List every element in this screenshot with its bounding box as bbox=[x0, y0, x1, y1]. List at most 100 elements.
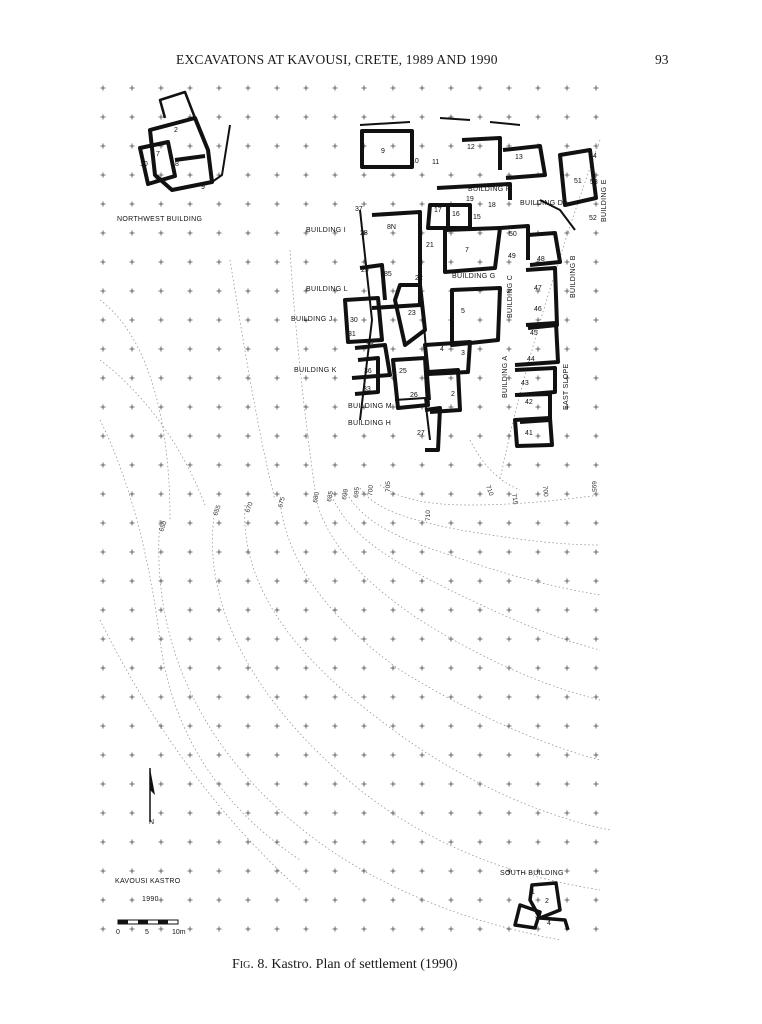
grid-cross bbox=[448, 433, 454, 439]
room-number: 7 bbox=[156, 151, 160, 158]
grid-cross bbox=[390, 926, 396, 932]
grid-cross bbox=[245, 201, 251, 207]
room-number: 23 bbox=[408, 310, 416, 317]
grid-cross bbox=[187, 317, 193, 323]
room-number: 46 bbox=[534, 306, 542, 313]
grid-cross bbox=[535, 520, 541, 526]
grid-cross bbox=[390, 259, 396, 265]
grid-cross bbox=[187, 549, 193, 555]
grid-cross bbox=[419, 172, 425, 178]
grid-cross bbox=[274, 404, 280, 410]
grid-cross bbox=[390, 201, 396, 207]
grid-cross bbox=[593, 230, 599, 236]
grid-cross bbox=[477, 433, 483, 439]
grid-cross bbox=[535, 694, 541, 700]
grid-cross bbox=[129, 201, 135, 207]
north-label: N bbox=[149, 819, 154, 826]
room-number: 50 bbox=[509, 231, 517, 238]
grid-cross bbox=[361, 868, 367, 874]
grid-cross bbox=[332, 346, 338, 352]
grid-cross bbox=[477, 317, 483, 323]
grid-cross bbox=[245, 578, 251, 584]
room-number: 10 bbox=[411, 158, 419, 165]
grid-cross bbox=[564, 578, 570, 584]
grid-cross bbox=[448, 172, 454, 178]
label-south-building: SOUTH BUILDING bbox=[500, 870, 564, 877]
contour-value: 715 bbox=[510, 493, 519, 505]
grid-cross bbox=[303, 259, 309, 265]
grid-cross bbox=[506, 404, 512, 410]
grid-cross bbox=[129, 433, 135, 439]
grid-cross bbox=[506, 839, 512, 845]
grid-cross bbox=[477, 114, 483, 120]
grid-cross bbox=[303, 839, 309, 845]
grid-cross bbox=[535, 346, 541, 352]
grid-cross bbox=[158, 288, 164, 294]
grid-cross bbox=[332, 201, 338, 207]
grid-cross bbox=[390, 230, 396, 236]
grid-cross bbox=[361, 897, 367, 903]
grid-cross bbox=[274, 868, 280, 874]
grid-cross bbox=[506, 462, 512, 468]
label-building-a: BUILDING A bbox=[502, 356, 509, 398]
grid-cross bbox=[274, 926, 280, 932]
grid-cross bbox=[448, 636, 454, 642]
grid-cross bbox=[448, 462, 454, 468]
room-number: 18 bbox=[488, 202, 496, 209]
grid-cross bbox=[564, 520, 570, 526]
grid-cross bbox=[419, 549, 425, 555]
grid-cross bbox=[564, 607, 570, 613]
room-numbers: 2 7 8 9 10 11 9 10 11 12 13 14 51 53 52 … bbox=[140, 127, 598, 927]
grid-cross bbox=[506, 752, 512, 758]
grid-cross bbox=[448, 520, 454, 526]
grid-cross bbox=[332, 752, 338, 758]
grid-cross bbox=[390, 143, 396, 149]
grid-cross bbox=[100, 636, 106, 642]
grid-cross bbox=[216, 607, 222, 613]
room-number: 2 bbox=[545, 898, 549, 905]
grid-cross bbox=[419, 143, 425, 149]
plan-year: 1990 bbox=[142, 896, 159, 903]
grid-cross bbox=[187, 868, 193, 874]
room-number: 9 bbox=[381, 148, 385, 155]
grid-cross bbox=[506, 433, 512, 439]
room-number: 1 bbox=[531, 889, 535, 896]
grid-cross bbox=[535, 404, 541, 410]
grid-cross bbox=[303, 433, 309, 439]
grid-cross bbox=[564, 288, 570, 294]
grid-cross bbox=[448, 346, 454, 352]
grid-cross bbox=[332, 114, 338, 120]
contour-value: 700 bbox=[541, 486, 549, 498]
grid-cross bbox=[216, 694, 222, 700]
grid-cross bbox=[593, 636, 599, 642]
grid-cross bbox=[477, 491, 483, 497]
grid-cross bbox=[419, 433, 425, 439]
grid-cross bbox=[274, 694, 280, 700]
grid-cross bbox=[564, 317, 570, 323]
grid-cross bbox=[506, 201, 512, 207]
grid-cross bbox=[593, 375, 599, 381]
grid-cross bbox=[593, 868, 599, 874]
grid-cross bbox=[390, 172, 396, 178]
label-building-f: BUILDING F bbox=[468, 186, 510, 193]
grid-cross bbox=[129, 868, 135, 874]
grid-cross bbox=[216, 143, 222, 149]
grid-cross bbox=[593, 317, 599, 323]
grid-cross bbox=[535, 85, 541, 91]
survey-grid bbox=[100, 85, 599, 932]
grid-cross bbox=[390, 607, 396, 613]
grid-cross bbox=[506, 636, 512, 642]
grid-cross bbox=[506, 578, 512, 584]
grid-cross bbox=[593, 781, 599, 787]
grid-cross bbox=[216, 665, 222, 671]
grid-cross bbox=[477, 752, 483, 758]
grid-cross bbox=[100, 317, 106, 323]
grid-cross bbox=[448, 752, 454, 758]
grid-cross bbox=[332, 85, 338, 91]
grid-cross bbox=[361, 752, 367, 758]
grid-cross bbox=[245, 172, 251, 178]
grid-cross bbox=[274, 810, 280, 816]
grid-cross bbox=[535, 781, 541, 787]
grid-cross bbox=[303, 288, 309, 294]
grid-cross bbox=[390, 404, 396, 410]
